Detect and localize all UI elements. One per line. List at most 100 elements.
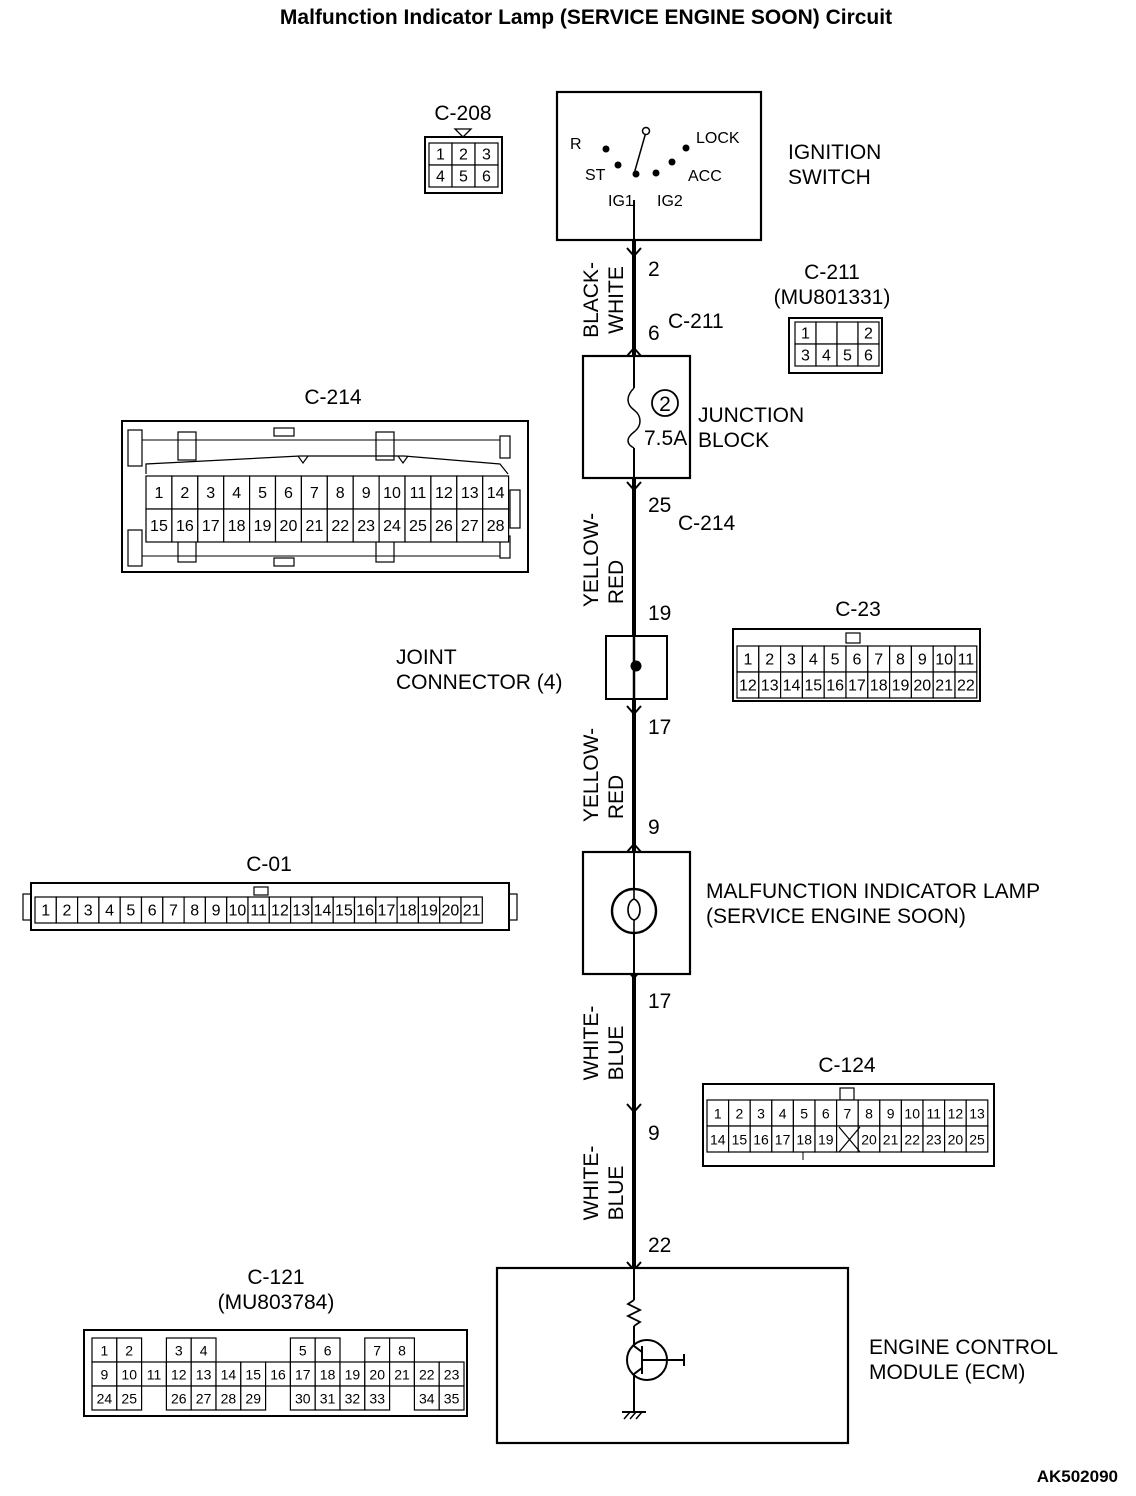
pin-number: 12	[739, 678, 757, 695]
pin-cell	[171, 475, 199, 510]
figure-code: AK502090	[1037, 1467, 1118, 1486]
pin-number: 21	[463, 903, 481, 920]
pin-cell	[456, 475, 484, 510]
pin-number: 8	[336, 485, 345, 502]
pin-cell	[835, 1125, 859, 1153]
pin-number: 7	[373, 1343, 381, 1359]
pin-number: 4	[105, 903, 114, 920]
pin-cell	[215, 1361, 242, 1387]
mil-label: MALFUNCTION INDICATOR LAMP	[706, 880, 1040, 903]
pin-number: 9	[101, 1367, 109, 1383]
pin-number: 5	[126, 903, 135, 920]
ignition-switch: R ST IG1 IG2 ACC LOCK	[555, 90, 763, 242]
pin-number: 16	[356, 903, 374, 920]
pin-number: 7	[874, 652, 883, 669]
position-ig2-label: IG2	[657, 193, 683, 210]
pin-number: 11	[410, 485, 427, 502]
pin-number: 15	[150, 518, 168, 535]
pin-number: 19	[892, 678, 910, 695]
pin-number: 20	[280, 518, 298, 535]
pin-cell	[223, 508, 251, 543]
pin-number: 1	[101, 1343, 109, 1359]
pin-cell	[954, 671, 978, 699]
pin-number: 10	[904, 1106, 920, 1122]
pin-number: 4	[809, 652, 818, 669]
pin-number: 3	[206, 485, 215, 502]
pin-number: 25	[409, 518, 427, 535]
pin-cell	[141, 1361, 168, 1387]
pin-cell	[300, 475, 328, 510]
pin-cell	[378, 475, 406, 510]
pin-cell	[438, 1385, 465, 1411]
pin-number: 3	[175, 1343, 183, 1359]
position-st-label: ST	[585, 167, 606, 184]
pin-cell	[274, 508, 302, 543]
pin-number: 28	[487, 518, 505, 535]
position-ig1-label: IG1	[608, 193, 634, 210]
connector-name: C-124	[818, 1054, 876, 1077]
pin-number: 22	[904, 1132, 920, 1148]
connector-part-number: (MU801331)	[774, 286, 891, 309]
pin-cell	[197, 508, 225, 543]
pin-cell	[171, 508, 199, 543]
pin-number: 28	[221, 1391, 237, 1407]
connector-name: C-214	[304, 386, 362, 409]
pin-cell	[474, 164, 499, 188]
terminal-label: 25	[648, 494, 671, 517]
pin-number: 11	[250, 903, 267, 920]
connector-name: C-01	[246, 853, 292, 876]
pin-cell	[116, 1385, 143, 1411]
pin-number: 8	[190, 903, 199, 920]
pin-number: 5	[843, 348, 852, 365]
pin-number: 6	[324, 1343, 332, 1359]
pin-number: 2	[736, 1106, 744, 1122]
pin-number: 2	[125, 1343, 133, 1359]
pin-number: 17	[848, 678, 866, 695]
pin-cell	[364, 1361, 391, 1387]
pin-number: 20	[369, 1367, 385, 1383]
fuse-number-circle	[651, 389, 679, 417]
pin-number: 23	[357, 518, 375, 535]
pin-number: 11	[147, 1367, 162, 1383]
pin-number: 1	[714, 1106, 722, 1122]
pin-number: 30	[295, 1391, 311, 1407]
pin-cell	[91, 1385, 118, 1411]
pin-number: 4	[822, 348, 831, 365]
pin-number: 10	[383, 485, 401, 502]
pin-number: 3	[84, 903, 93, 920]
pin-number: 3	[757, 1106, 765, 1122]
joint-connector	[605, 635, 668, 700]
pin-cell	[430, 508, 458, 543]
terminal-label: 9	[648, 1122, 660, 1145]
pin-number: 32	[345, 1391, 361, 1407]
mil-label-2: (SERVICE ENGINE SOON)	[706, 905, 966, 928]
pin-number: 8	[865, 1106, 873, 1122]
pin-number: 3	[482, 147, 491, 164]
pin-number: 2	[62, 903, 71, 920]
terminal-label: 6	[648, 322, 660, 345]
pin-cell	[456, 508, 484, 543]
malfunction-indicator-lamp	[581, 850, 692, 976]
pin-number: 15	[335, 903, 353, 920]
pin-number: 11	[927, 1106, 942, 1122]
pin-number: 13	[761, 678, 779, 695]
terminal-label: 17	[648, 990, 671, 1013]
pin-number: 1	[743, 652, 752, 669]
fuse-rating: 7.5A	[644, 427, 687, 450]
pin-number: 4	[200, 1343, 208, 1359]
pin-number: 6	[148, 903, 157, 920]
connector-name: C-208	[434, 102, 491, 125]
pin-number: 26	[435, 518, 453, 535]
pin-cell	[460, 896, 483, 924]
pin-number: 18	[870, 678, 888, 695]
connector-name: C-23	[835, 598, 881, 621]
pin-cell	[965, 1125, 989, 1153]
pin-number: 33	[369, 1391, 385, 1407]
